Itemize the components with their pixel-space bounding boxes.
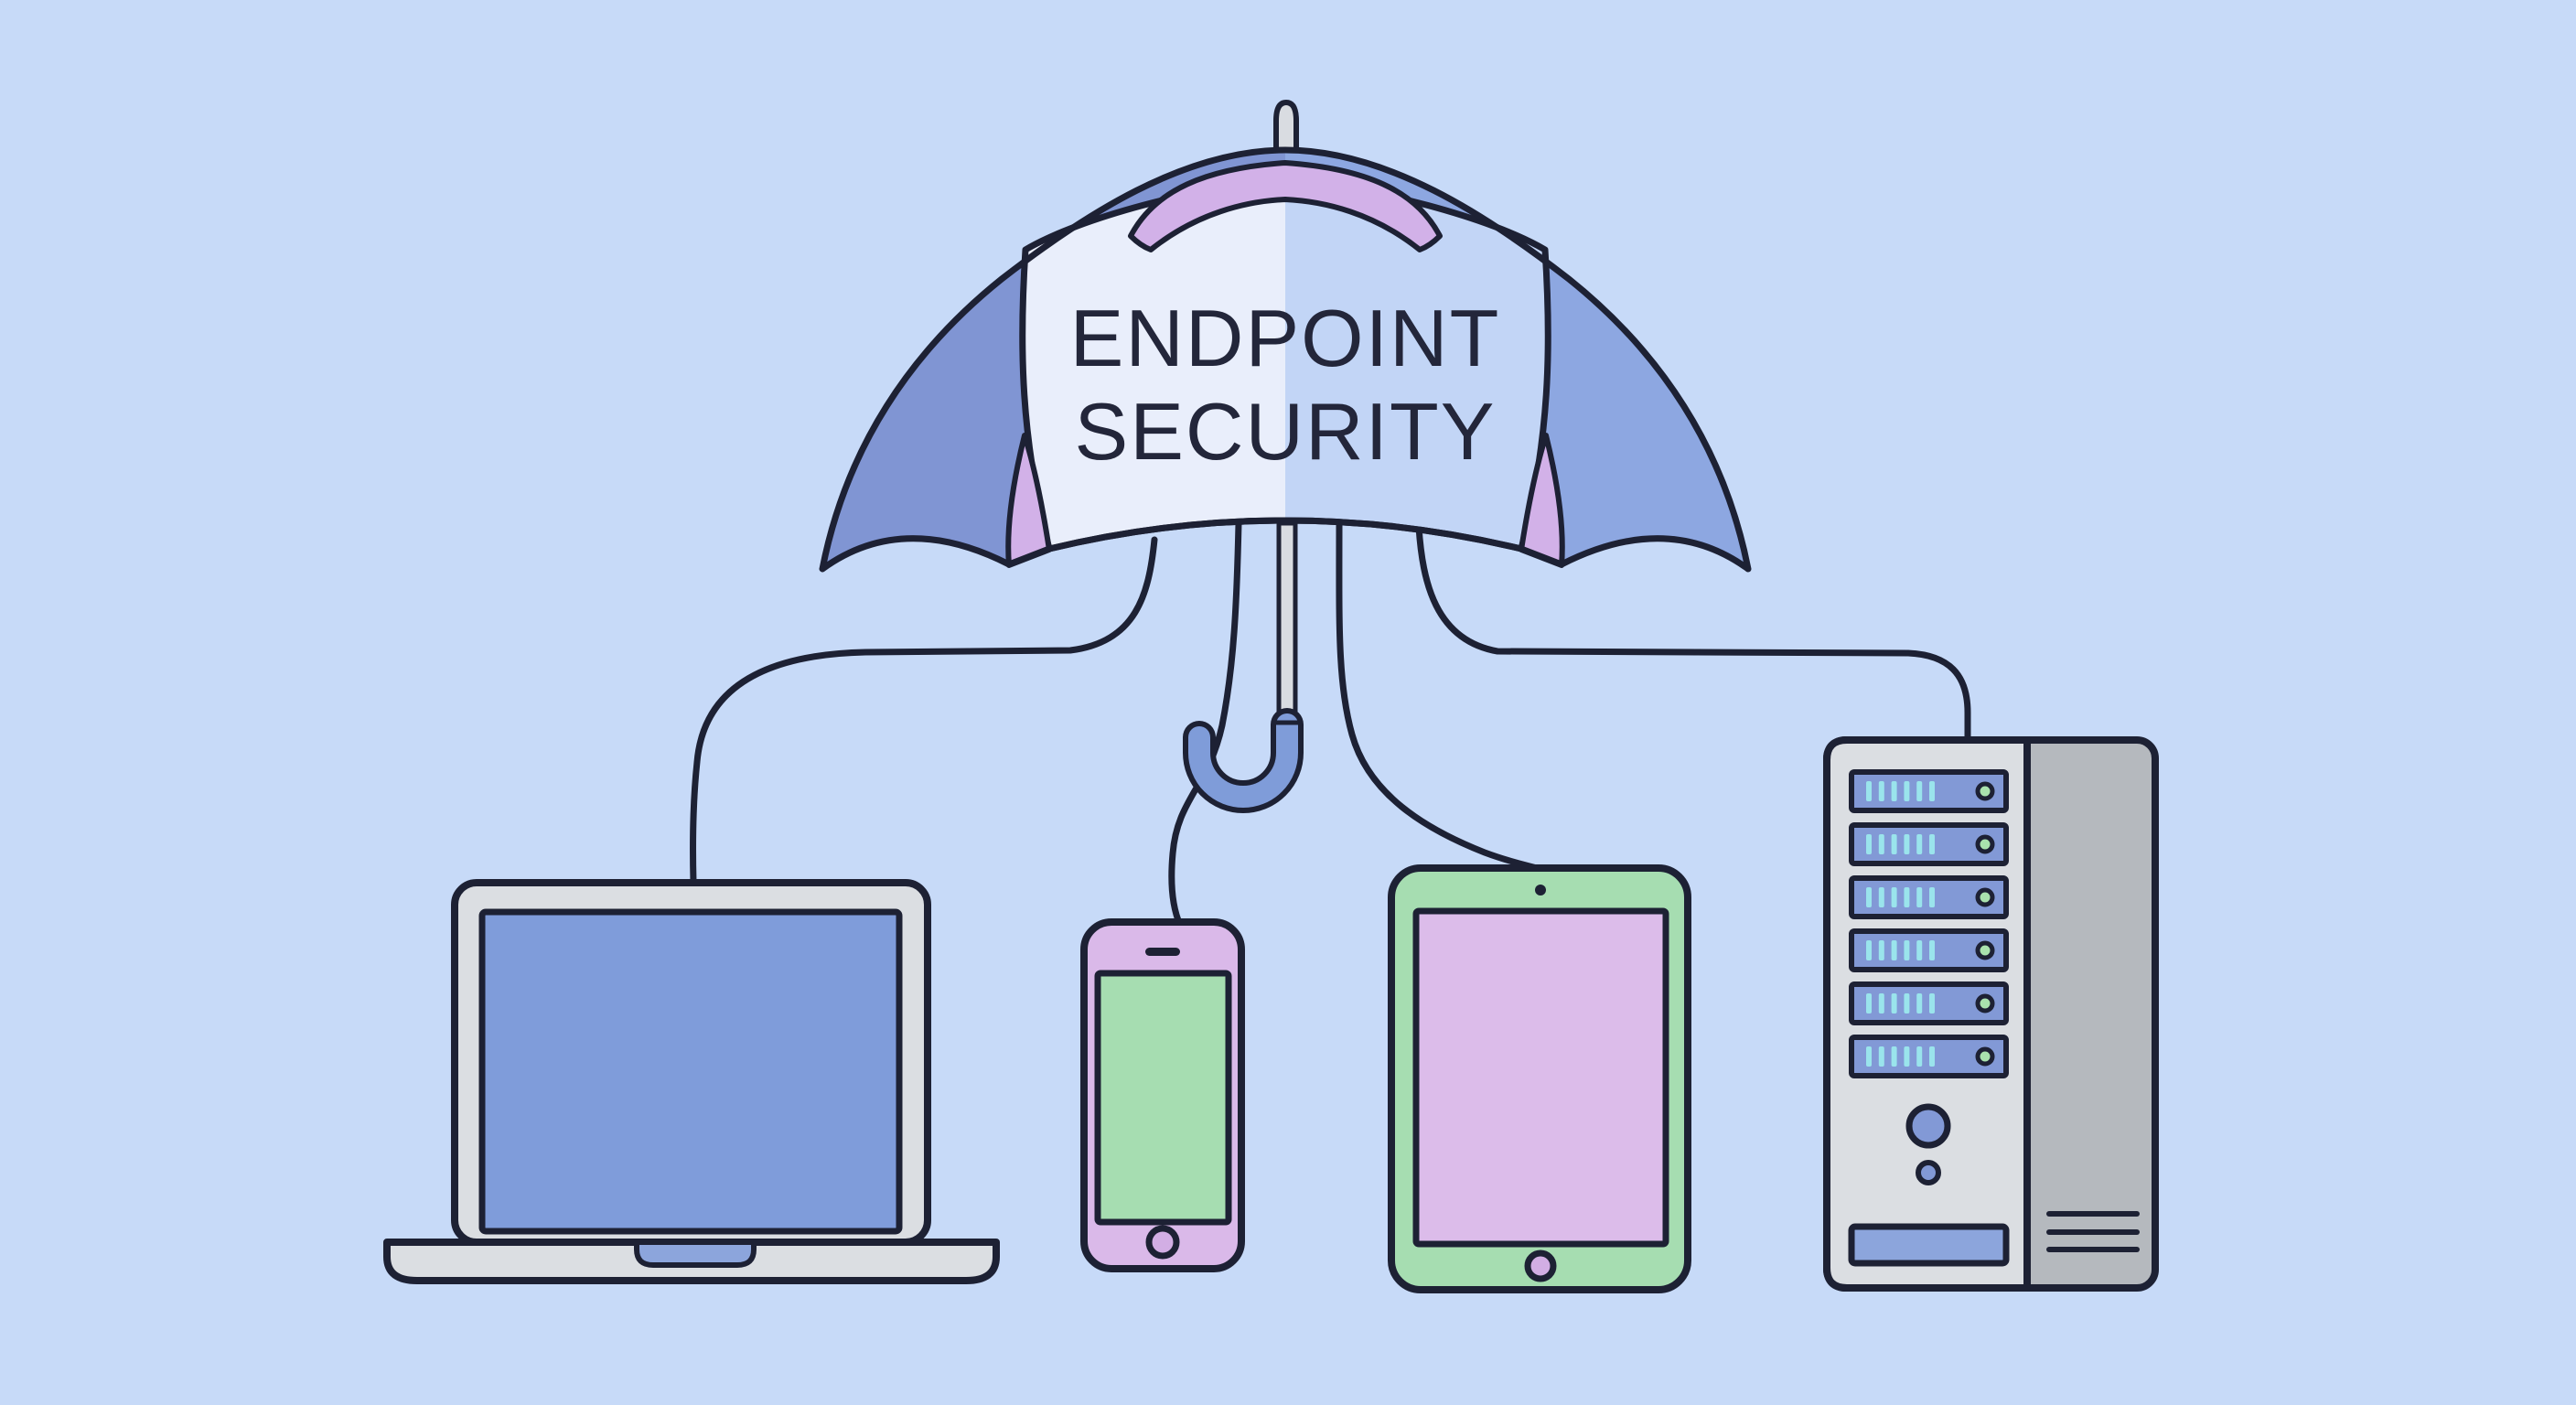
drive-bay-tick <box>1891 781 1897 801</box>
laptop-base-notch <box>634 1239 757 1268</box>
drive-bay-tick <box>1916 781 1923 801</box>
umbrella-canopy-outline <box>819 146 1752 573</box>
drive-bay-tick <box>1904 887 1910 907</box>
drive-bay-tick <box>1878 993 1884 1014</box>
drive-bay-tick <box>1929 887 1935 907</box>
umbrella-finial <box>1273 99 1299 158</box>
drive-bay-tick <box>1891 993 1897 1014</box>
server-bottom-slot <box>1848 1223 2010 1267</box>
drive-bay-tick <box>1904 993 1910 1014</box>
umbrella: ENDPOINT SECURITY <box>819 99 1752 813</box>
drive-bay-tick <box>1878 887 1884 907</box>
drive-bay-tick <box>1891 887 1897 907</box>
cable-to-tablet <box>1336 520 1547 874</box>
tablet-screen <box>1412 907 1669 1248</box>
drive-bay-tick <box>1891 834 1897 854</box>
drive-bay-tick <box>1866 834 1872 854</box>
server-small-button <box>1916 1160 1941 1185</box>
drive-bay-face <box>1849 769 2009 813</box>
server-drive-bay <box>1849 822 2009 866</box>
tablet <box>1388 864 1691 1293</box>
drive-bay-led <box>1975 1046 1995 1067</box>
drive-bay-tick <box>1916 887 1923 907</box>
drive-bay-led <box>1975 940 1995 960</box>
drive-bay-led <box>1975 887 1995 907</box>
drive-bay-face <box>1849 928 2009 972</box>
laptop-screen <box>478 908 903 1235</box>
drive-bay-tick <box>1891 940 1897 960</box>
drive-bay-tick <box>1916 993 1923 1014</box>
cable-to-server <box>1415 523 1971 741</box>
server-drive-bays <box>1849 769 2009 1078</box>
drive-bay-tick <box>1866 993 1872 1014</box>
drive-bay-face <box>1849 875 2009 919</box>
drive-bay-tick <box>1866 781 1872 801</box>
laptop <box>383 879 1000 1284</box>
server-drive-bay <box>1849 769 2009 813</box>
drive-bay-face <box>1849 822 2009 866</box>
umbrella-handle <box>1188 713 1298 808</box>
umbrella-banner-left <box>1022 179 1285 549</box>
smartphone-home-button <box>1145 1225 1180 1260</box>
smartphone-screen <box>1094 970 1232 1226</box>
drive-bay-tick <box>1916 1046 1923 1067</box>
banner-label-line2: SECURITY <box>1075 386 1497 477</box>
server-tower <box>1823 736 2159 1292</box>
drive-bay-tick <box>1916 834 1923 854</box>
drive-bay-tick <box>1929 993 1935 1014</box>
banner-label-line1: ENDPOINT <box>1070 293 1501 383</box>
server-drive-bay <box>1849 928 2009 972</box>
drive-bay-face <box>1849 981 2009 1025</box>
server-drive-bay <box>1849 981 2009 1025</box>
drive-bay-tick <box>1878 834 1884 854</box>
umbrella-banner-right <box>1285 179 1549 549</box>
drive-bay-tick <box>1904 834 1910 854</box>
drive-bay-tick <box>1891 1046 1897 1067</box>
tablet-home-button <box>1524 1249 1557 1282</box>
drive-bay-tick <box>1916 940 1923 960</box>
drive-bay-led <box>1975 834 1995 854</box>
smartphone-speaker <box>1145 948 1180 956</box>
tablet-camera-dot <box>1535 885 1546 896</box>
drive-bay-tick <box>1878 1046 1884 1067</box>
server-vent-lines <box>2046 1211 2140 1252</box>
drive-bay-face <box>1849 1035 2009 1078</box>
drive-bay-tick <box>1866 1046 1872 1067</box>
drive-bay-tick <box>1904 781 1910 801</box>
cable-to-laptop <box>689 536 1158 885</box>
drive-bay-tick <box>1929 1046 1935 1067</box>
umbrella-pole <box>1276 520 1298 727</box>
drive-bay-tick <box>1929 781 1935 801</box>
server-power-button <box>1905 1103 1951 1149</box>
drive-bay-tick <box>1904 1046 1910 1067</box>
drive-bay-tick <box>1929 834 1935 854</box>
umbrella-collar <box>1128 160 1443 252</box>
drive-bay-tick <box>1866 887 1872 907</box>
drive-bay-led <box>1975 781 1995 801</box>
server-drive-bay <box>1849 875 2009 919</box>
drive-bay-led <box>1975 993 1995 1014</box>
server-drive-bay <box>1849 1035 2009 1078</box>
drive-bay-tick <box>1866 940 1872 960</box>
drive-bay-tick <box>1904 940 1910 960</box>
drive-bay-tick <box>1929 940 1935 960</box>
drive-bay-tick <box>1878 940 1884 960</box>
smartphone <box>1080 918 1245 1272</box>
drive-bay-tick <box>1878 781 1884 801</box>
